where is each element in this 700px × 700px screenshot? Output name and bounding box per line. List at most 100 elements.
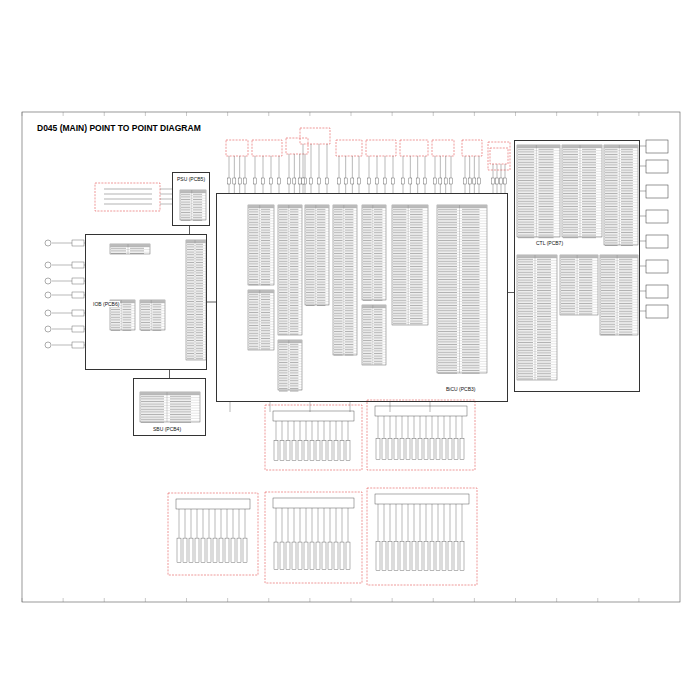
pin-row xyxy=(437,239,487,240)
pin-entry xyxy=(261,209,270,210)
pin-entry xyxy=(438,302,457,303)
pin-entry xyxy=(279,334,288,335)
pin-entry xyxy=(334,276,343,277)
pin-entry xyxy=(249,325,258,326)
pin-row xyxy=(333,280,357,281)
pin-entry xyxy=(462,326,480,327)
pin-entry xyxy=(537,345,551,346)
pin-row xyxy=(517,315,557,316)
pin-row xyxy=(333,213,357,214)
pin-row xyxy=(333,278,357,279)
pin-entry xyxy=(317,214,325,215)
pin-row xyxy=(437,343,487,344)
pin-row xyxy=(362,213,386,214)
pin-entry xyxy=(393,230,406,231)
pin-entry xyxy=(317,230,325,231)
pin-row xyxy=(562,168,602,169)
pin-entry xyxy=(153,312,162,313)
pin-entry xyxy=(561,298,575,299)
pin-entry xyxy=(619,272,632,273)
pin-entry xyxy=(345,305,353,306)
pin-entry xyxy=(393,315,406,316)
pin-entry xyxy=(187,296,194,297)
pin-entry xyxy=(141,330,150,331)
grid-tick xyxy=(186,598,187,602)
pin-row xyxy=(248,329,274,330)
pin-row xyxy=(278,327,302,328)
pin-row xyxy=(305,267,329,268)
pin-entry xyxy=(279,282,288,283)
pin-entry xyxy=(306,282,315,283)
pin-row xyxy=(437,257,487,258)
pin-table-header xyxy=(560,255,598,258)
pin-table-header xyxy=(248,205,274,208)
pin-entry xyxy=(334,230,343,231)
pin-entry xyxy=(345,323,353,324)
pin-row xyxy=(560,263,598,264)
pin-entry xyxy=(196,249,203,250)
pin-row xyxy=(517,210,560,211)
pin-entry xyxy=(518,285,533,286)
pin-row xyxy=(392,291,428,292)
pin-entry xyxy=(605,235,618,236)
grid-tick xyxy=(63,112,64,116)
pin-row xyxy=(186,352,206,353)
pin-row xyxy=(278,363,302,364)
pin-entry xyxy=(187,280,194,281)
pin-entry xyxy=(345,258,353,259)
pin-entry xyxy=(345,269,353,270)
pin-entry xyxy=(279,344,288,345)
pin-row xyxy=(517,158,560,159)
pin-entry xyxy=(561,280,575,281)
pin-entry xyxy=(563,154,578,155)
pin-entry xyxy=(363,335,372,336)
pin-entry xyxy=(605,188,618,189)
pin-entry xyxy=(290,227,298,228)
pin-entry xyxy=(249,330,258,331)
pin-entry xyxy=(621,235,633,236)
pin-entry xyxy=(345,284,353,285)
pin-entry xyxy=(111,312,120,313)
pin-entry xyxy=(111,327,120,328)
pin-entry xyxy=(374,274,382,275)
pin-entry xyxy=(290,274,298,275)
pin-row xyxy=(248,293,274,294)
pin-table xyxy=(562,145,602,237)
pin-entry xyxy=(279,224,288,225)
pin-entry xyxy=(345,266,353,267)
grid-tick xyxy=(638,112,639,116)
pin-entry xyxy=(537,355,551,356)
pin-entry xyxy=(317,282,325,283)
pin-row xyxy=(305,286,329,287)
pin-entry xyxy=(438,284,457,285)
pin-row xyxy=(604,163,638,164)
pin-row xyxy=(517,166,560,167)
pin-entry xyxy=(290,323,298,324)
pin-entry xyxy=(279,372,288,373)
pin-entry xyxy=(290,289,298,290)
pin-entry xyxy=(462,315,480,316)
grid-tick xyxy=(392,598,393,602)
pin-entry xyxy=(317,248,325,249)
pin-entry xyxy=(601,267,615,268)
pin-entry xyxy=(462,237,480,238)
pin-entry xyxy=(290,284,298,285)
pin-entry xyxy=(141,306,150,307)
pin-row xyxy=(562,233,602,234)
pin-row xyxy=(392,210,428,211)
grid-tick xyxy=(309,598,310,602)
pin-row xyxy=(362,328,386,329)
pin-entry xyxy=(537,363,551,364)
pin-entry xyxy=(410,287,423,288)
pin-entry xyxy=(539,177,554,178)
pin-entry xyxy=(537,358,551,359)
pin-entry xyxy=(279,383,288,384)
pin-row xyxy=(333,215,357,216)
pin-table-header xyxy=(437,205,487,208)
pin-row xyxy=(562,174,602,175)
pin-entry xyxy=(334,292,343,293)
pin-entry xyxy=(306,224,315,225)
pin-entry xyxy=(462,287,480,288)
pin-row xyxy=(517,258,557,259)
pin-entry xyxy=(621,157,633,158)
